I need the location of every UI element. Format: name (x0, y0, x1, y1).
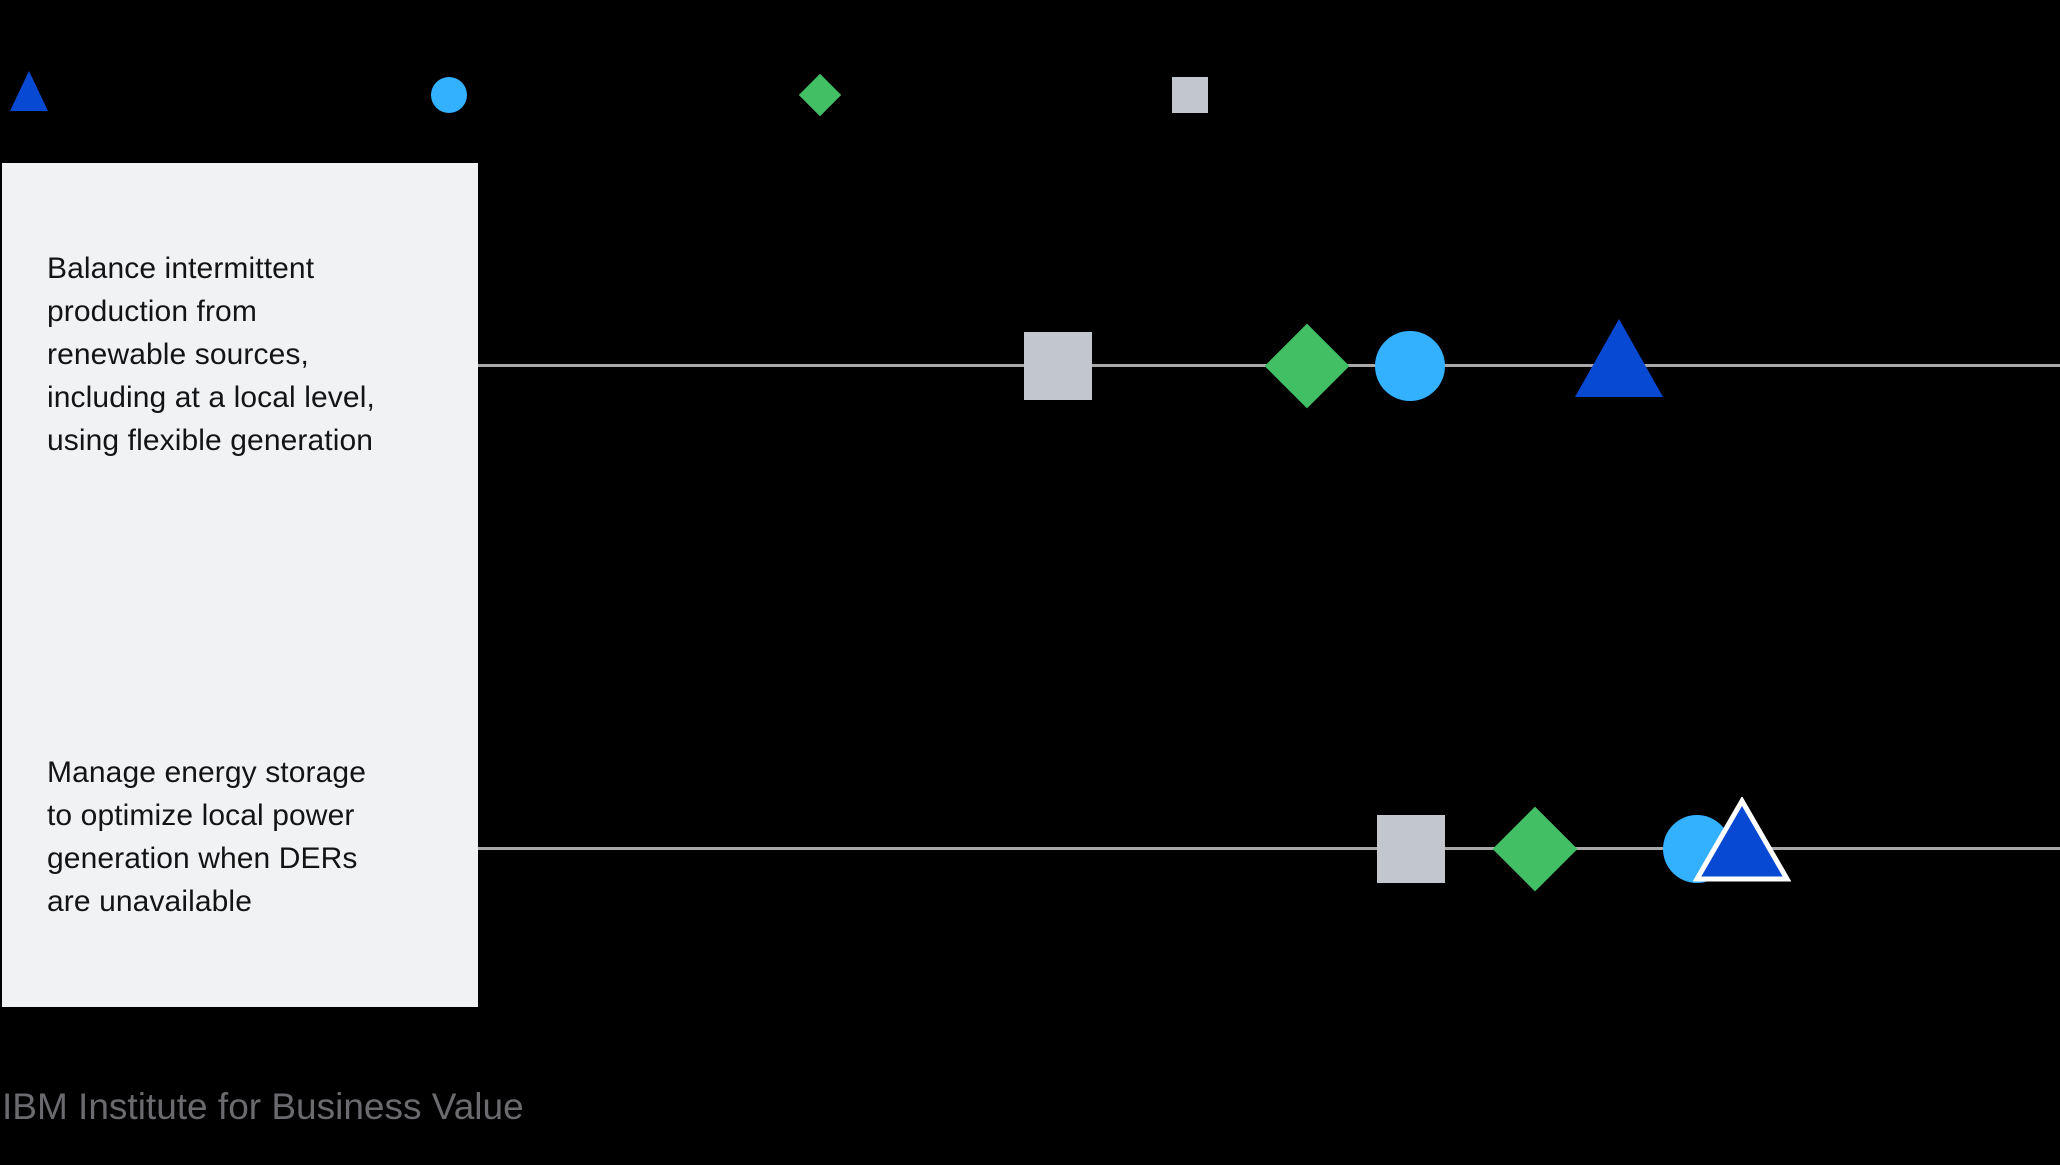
marker-diamond-icon (1492, 806, 1578, 892)
legend-square-icon (1172, 77, 1208, 113)
source-attribution: IBM Institute for Business Value (2, 1086, 524, 1127)
marker-circle-icon (1375, 331, 1445, 401)
legend-triangle-icon (10, 71, 48, 111)
category-panel: Balance intermittent production from ren… (2, 163, 478, 1007)
marker-triangle-icon (1693, 797, 1791, 882)
marker-square-icon (1377, 815, 1445, 883)
row-2-axis-line (478, 847, 2060, 850)
row-label-balance-production: Balance intermittent production from ren… (47, 252, 375, 457)
legend-diamond-icon (798, 73, 842, 117)
marker-square-icon (1024, 332, 1092, 400)
legend-circle-icon (431, 77, 467, 113)
marker-diamond-icon (1264, 323, 1350, 409)
row-label-manage-storage: Manage energy storage to optimize local … (47, 756, 366, 918)
marker-triangle-icon (1575, 319, 1663, 397)
